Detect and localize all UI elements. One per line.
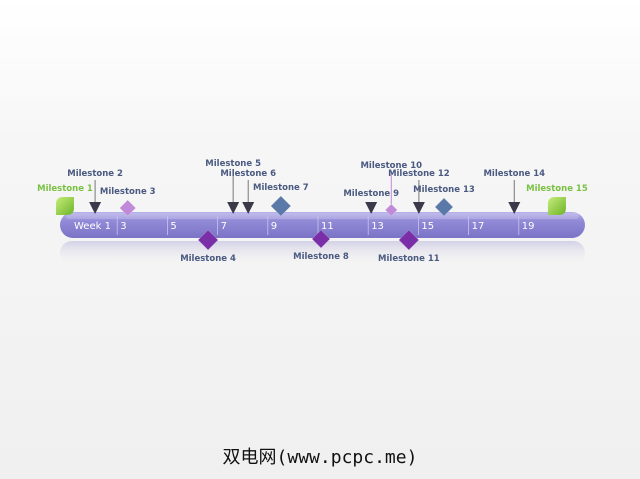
timeline-bar-highlight [66, 213, 579, 219]
milestone-label: Milestone 12 [388, 169, 450, 179]
milestone-2 [89, 202, 102, 214]
milestone-label: Milestone 1 [37, 184, 93, 194]
milestone-13 [434, 197, 454, 217]
arrow-marker-icon [508, 202, 521, 214]
milestone-14 [508, 202, 521, 214]
timeline-bar [60, 212, 585, 238]
diamond-marker-icon [270, 195, 292, 217]
arrow-marker-icon [89, 202, 102, 214]
milestone-label: Milestone 14 [483, 169, 545, 179]
arrow-marker-icon [365, 202, 378, 214]
tick-label: 17 [472, 221, 485, 232]
tick-label: 5 [170, 221, 176, 232]
milestone-label: Milestone 13 [413, 185, 475, 195]
milestone-label: Milestone 5 [205, 159, 261, 169]
milestone-5 [227, 202, 240, 214]
watermark-text: 双电网(www.pcpc.me) [222, 447, 418, 468]
arrow-marker-icon [227, 202, 240, 214]
tick-label: 7 [221, 221, 227, 232]
milestone-6 [242, 202, 255, 214]
leaf-marker-icon [55, 197, 74, 215]
milestone-label: Milestone 4 [180, 254, 236, 264]
diamond-marker-icon [434, 197, 454, 217]
arrow-marker-icon [242, 202, 255, 214]
milestone-10 [384, 203, 398, 217]
milestone-4 [197, 229, 219, 251]
tick-label: 15 [421, 221, 434, 232]
milestone-label: Milestone 2 [67, 169, 123, 179]
tick-label: Week 1 [74, 221, 111, 232]
tick-label: 11 [321, 221, 334, 232]
tick-label: 13 [371, 221, 384, 232]
milestone-3 [119, 199, 137, 217]
tick-label: 3 [120, 221, 126, 232]
milestone-label: Milestone 8 [293, 252, 349, 262]
milestone-label: Milestone 15 [526, 184, 588, 194]
tick-label: 19 [522, 221, 535, 232]
diamond-marker-icon [311, 229, 331, 249]
tick-label: 9 [271, 221, 277, 232]
milestone-label: Milestone 9 [343, 189, 399, 199]
timeline-bar-reflection [60, 241, 585, 265]
milestone-1 [55, 197, 74, 215]
milestone-12 [412, 202, 425, 214]
diamond-marker-icon [119, 199, 137, 217]
leaf-marker-icon [547, 197, 566, 215]
milestone-15 [547, 197, 566, 215]
milestone-label: Milestone 10 [360, 161, 422, 171]
diamond-marker-icon [197, 229, 219, 251]
milestone-label: Milestone 7 [253, 183, 309, 193]
diamond-marker-icon [398, 229, 420, 251]
arrow-marker-icon [412, 202, 425, 214]
milestone-label: Milestone 11 [378, 254, 440, 264]
milestone-7 [270, 195, 292, 217]
milestone-label: Milestone 3 [100, 187, 156, 197]
milestone-label: Milestone 6 [220, 169, 276, 179]
milestone-9 [365, 202, 378, 214]
diamond-marker-icon [384, 203, 398, 217]
milestone-8 [311, 229, 331, 249]
milestone-11 [398, 229, 420, 251]
